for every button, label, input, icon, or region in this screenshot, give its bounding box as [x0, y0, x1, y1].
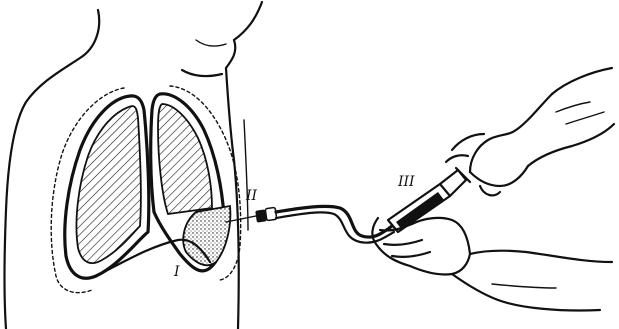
left-lung: [51, 88, 149, 293]
label-syringe: III: [397, 174, 415, 190]
lower-hand: [372, 218, 612, 311]
upper-hand: [446, 68, 614, 195]
drainage-tube: [226, 206, 394, 242]
label-diaphragm: II: [245, 188, 258, 204]
label-effusion: I: [173, 264, 180, 280]
